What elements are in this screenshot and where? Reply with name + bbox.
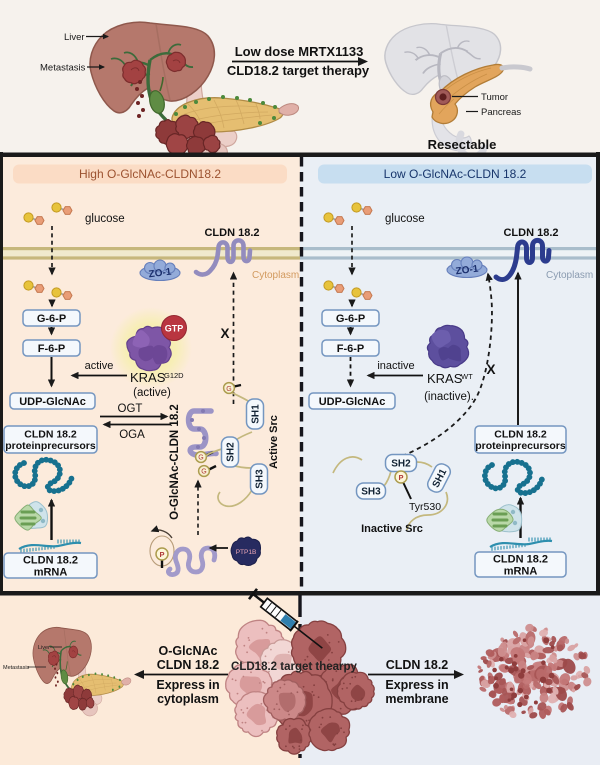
svg-text:KRAS: KRAS (130, 370, 166, 385)
svg-text:SH3: SH3 (255, 469, 266, 489)
svg-text:WT: WT (461, 372, 473, 381)
svg-text:SH1: SH1 (251, 404, 262, 424)
svg-text:GTP: GTP (165, 324, 184, 334)
svg-text:(inactive).: (inactive). (424, 391, 474, 403)
svg-text:Metastasis: Metastasis (40, 63, 86, 74)
svg-text:CLDN 18.2: CLDN 18.2 (204, 227, 259, 239)
svg-text:G12D: G12D (164, 371, 184, 380)
svg-text:O-GlcNAc-CLDN 18.2: O-GlcNAc-CLDN 18.2 (169, 404, 181, 520)
svg-text:Resectable: Resectable (428, 137, 497, 152)
svg-text:G: G (201, 469, 206, 476)
svg-text:cytoplasm: cytoplasm (157, 692, 219, 706)
svg-text:F-6-P: F-6-P (38, 343, 66, 355)
svg-text:O-GlcNAc: O-GlcNAc (158, 644, 217, 658)
svg-text:CLD18.2 target thearpy: CLD18.2 target thearpy (231, 661, 358, 673)
svg-text:Pancreas: Pancreas (481, 107, 521, 118)
svg-text:proteinprecursors: proteinprecursors (475, 440, 566, 452)
svg-text:Liver: Liver (64, 32, 85, 43)
svg-text:Express in: Express in (385, 678, 448, 692)
svg-text:ZO-1: ZO-1 (148, 267, 172, 281)
svg-text:CLD18.2 target therapy: CLD18.2 target therapy (227, 63, 370, 78)
svg-text:High O-GlcNAc-CLDN18.2: High O-GlcNAc-CLDN18.2 (79, 167, 221, 181)
svg-text:UDP-GlcNAc: UDP-GlcNAc (19, 396, 86, 408)
svg-text:(active): (active) (133, 387, 171, 399)
svg-text:CLDN 18.2: CLDN 18.2 (23, 555, 78, 567)
svg-text:G: G (198, 455, 203, 462)
svg-text:mRNA: mRNA (504, 566, 538, 578)
svg-text:inactive: inactive (377, 360, 414, 372)
svg-text:ZO-1: ZO-1 (455, 264, 479, 278)
svg-text:G-6-P: G-6-P (37, 313, 66, 325)
svg-text:G-6-P: G-6-P (336, 313, 365, 325)
svg-text:Inactive Src: Inactive Src (361, 523, 423, 535)
svg-text:CLDN 18.2: CLDN 18.2 (386, 658, 449, 672)
svg-text:Active Src: Active Src (268, 415, 280, 469)
svg-text:F-6-P: F-6-P (337, 343, 365, 355)
svg-text:Express in: Express in (156, 678, 219, 692)
svg-text:X: X (486, 362, 495, 377)
svg-text:Cytoplasm: Cytoplasm (546, 270, 593, 281)
svg-text:Low dose MRTX1133: Low dose MRTX1133 (235, 44, 364, 59)
svg-text:KRAS: KRAS (427, 371, 463, 386)
svg-text:G: G (226, 386, 231, 393)
svg-text:SH3: SH3 (361, 487, 381, 498)
svg-text:Metastasis: Metastasis (3, 665, 30, 671)
svg-text:X: X (220, 326, 229, 341)
svg-text:Liver: Liver (38, 645, 50, 651)
svg-text:OGT: OGT (118, 403, 143, 415)
svg-text:OGA: OGA (119, 429, 145, 441)
svg-text:P: P (398, 473, 403, 482)
svg-text:UDP-GlcNAc: UDP-GlcNAc (319, 396, 386, 408)
svg-text:mRNA: mRNA (34, 567, 68, 579)
svg-text:membrane: membrane (385, 692, 448, 706)
svg-text:P: P (159, 550, 164, 559)
svg-text:SH2: SH2 (226, 442, 237, 462)
svg-text:Cytoplasm: Cytoplasm (252, 270, 299, 281)
svg-text:CLDN 18.2: CLDN 18.2 (157, 658, 220, 672)
svg-text:active: active (85, 360, 114, 372)
svg-text:Tyr530: Tyr530 (409, 501, 441, 513)
svg-text:Low O-GlcNAc-CLDN 18.2: Low O-GlcNAc-CLDN 18.2 (384, 167, 527, 181)
svg-text:CLDN 18.2: CLDN 18.2 (493, 554, 548, 566)
svg-text:CLDN 18.2: CLDN 18.2 (503, 227, 558, 239)
svg-text:Tumor: Tumor (481, 92, 508, 103)
svg-text:PTP1B: PTP1B (236, 549, 257, 556)
svg-text:CLDN 18.2: CLDN 18.2 (494, 429, 547, 441)
svg-text:glucose: glucose (85, 213, 125, 225)
svg-text:SH2: SH2 (391, 459, 411, 470)
svg-text:CLDN 18.2: CLDN 18.2 (24, 429, 77, 441)
svg-text:glucose: glucose (385, 213, 425, 225)
svg-text:proteinprecursors: proteinprecursors (5, 440, 96, 452)
